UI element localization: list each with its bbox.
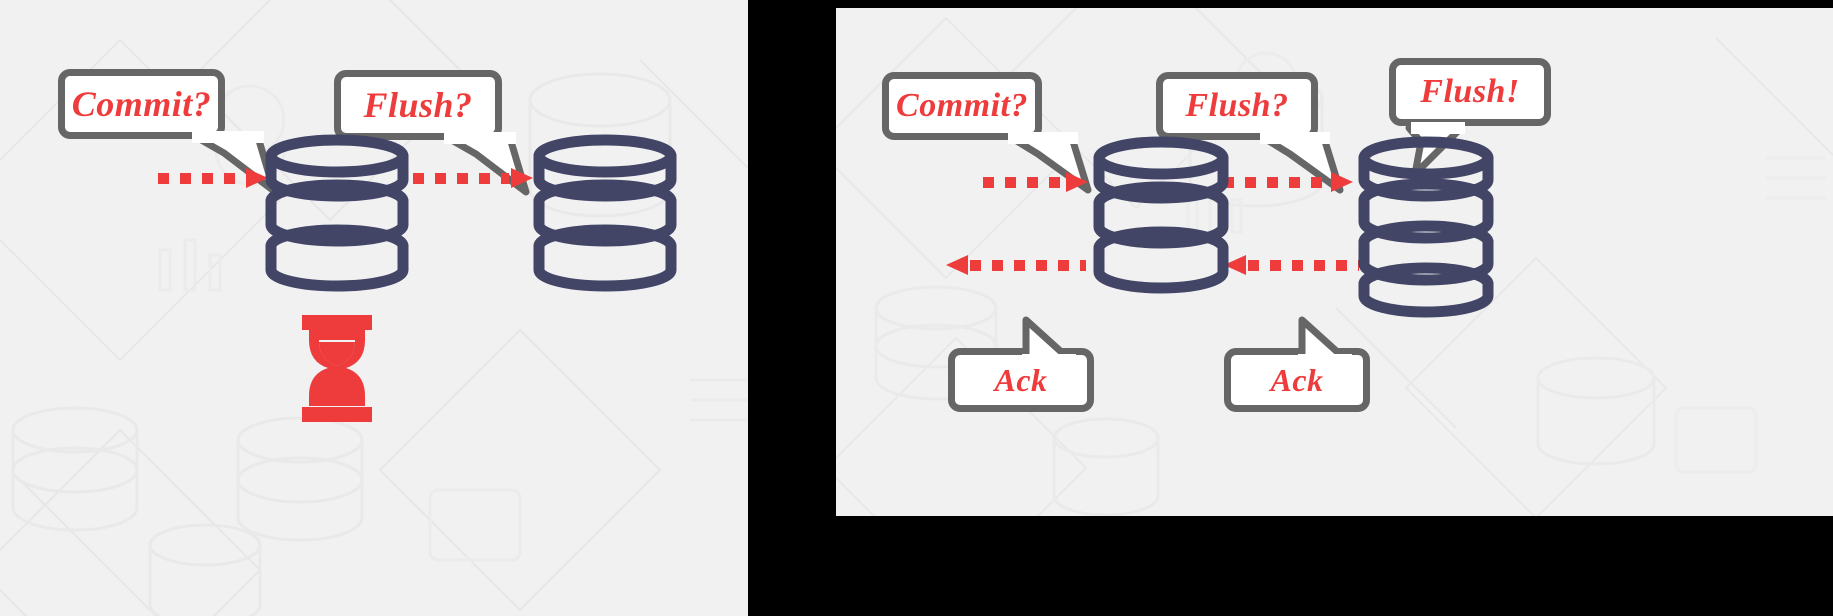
left-panel: Commit? Flush? — [0, 0, 748, 616]
ack-bubble-right-label: Ack — [1270, 362, 1324, 398]
ack-bubble-left-tail — [1022, 316, 1076, 366]
commit-bubble-label: Commit? — [896, 87, 1028, 124]
ack-bubble-right-tail — [1298, 316, 1352, 366]
commit-arrow — [158, 168, 268, 188]
ack-arrow-right — [1224, 255, 1359, 275]
right-panel: Commit? Flush? Flush! — [836, 8, 1833, 516]
flush-done-bubble-label: Flush! — [1420, 73, 1520, 110]
commit-bubble-label: Commit? — [71, 84, 212, 124]
hourglass-icon — [300, 315, 374, 422]
flush-bubble-tail — [444, 132, 530, 196]
flush-arrow — [413, 168, 533, 188]
commit-bubble-tail — [1008, 132, 1092, 194]
ack-bubble-left-label: Ack — [994, 362, 1048, 398]
database-replica[interactable] — [531, 134, 679, 310]
database-primary[interactable] — [1091, 136, 1231, 310]
commit-arrow — [983, 172, 1088, 192]
flush-bubble-label: Flush? — [1185, 87, 1289, 124]
flush-bubble-label: Flush? — [363, 85, 473, 125]
ack-arrow-left — [946, 255, 1086, 275]
database-primary[interactable] — [263, 134, 411, 310]
database-replica[interactable] — [1356, 136, 1496, 324]
flush-arrow — [1223, 172, 1353, 192]
